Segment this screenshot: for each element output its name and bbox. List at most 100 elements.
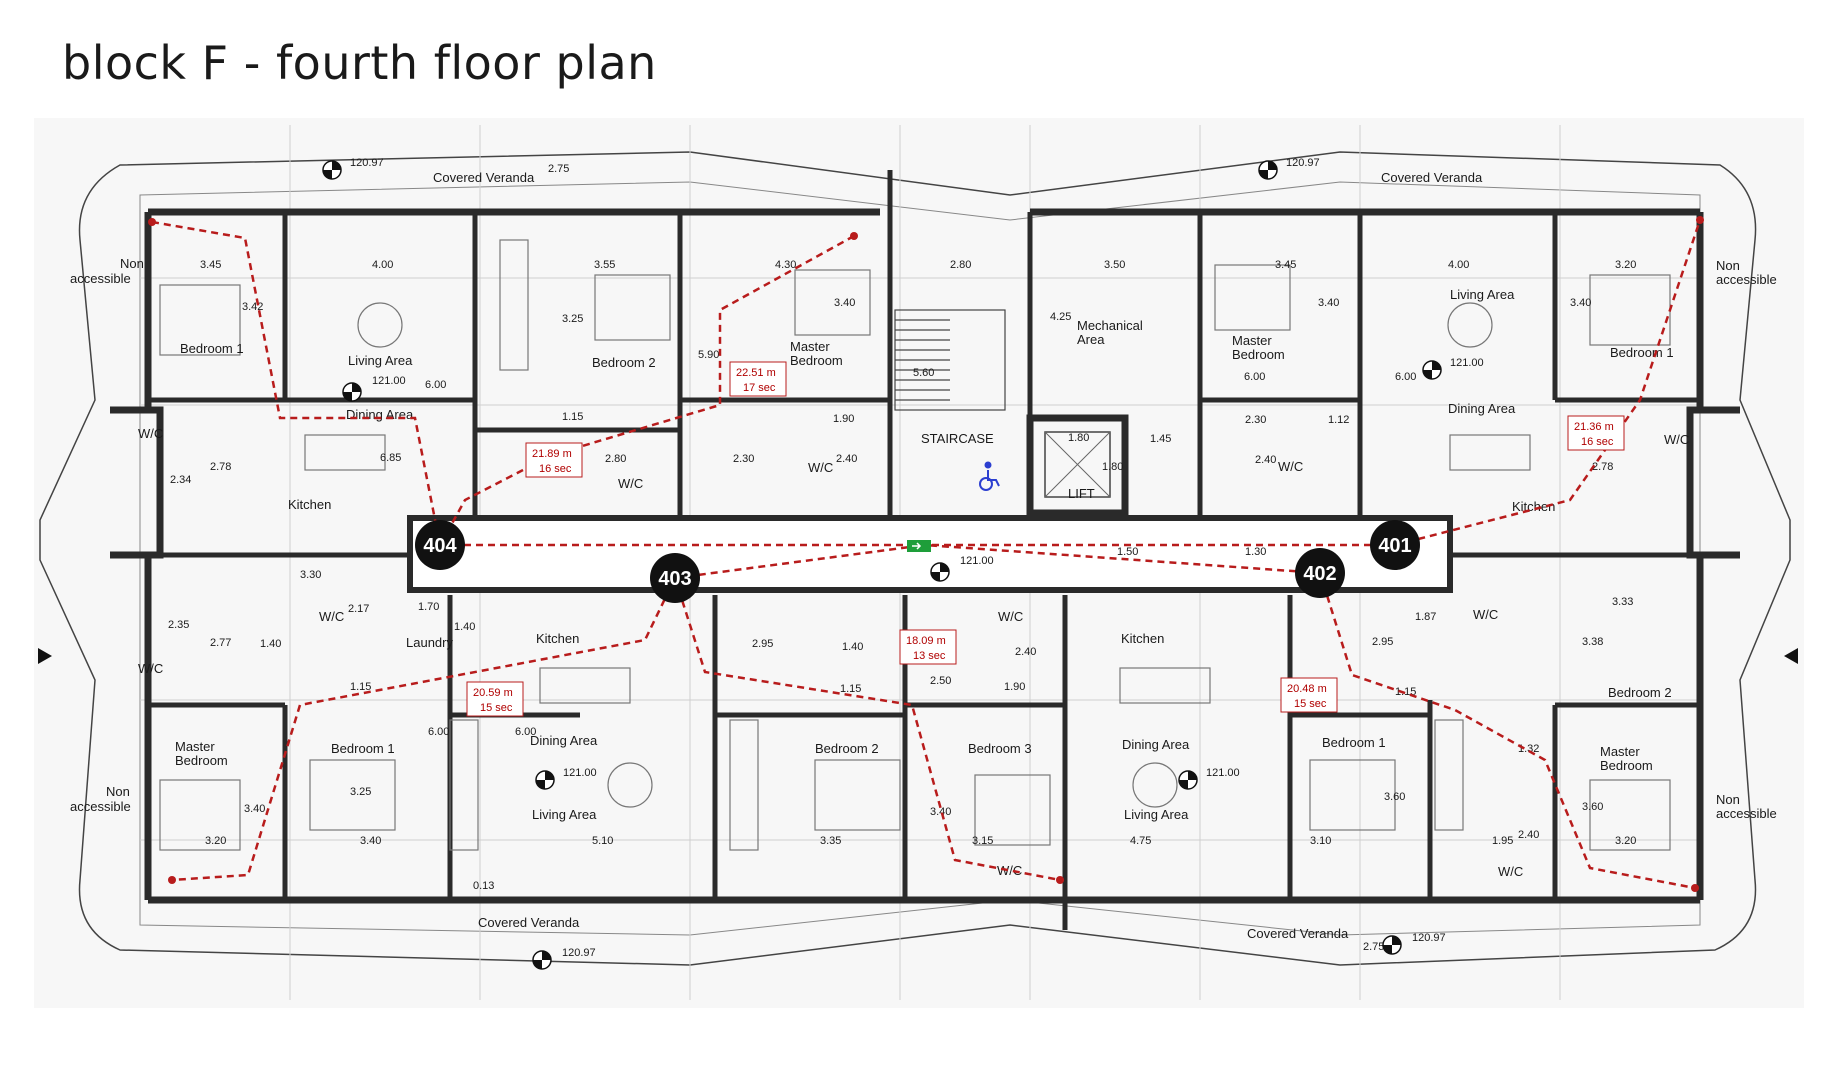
dimension: 0.13 bbox=[473, 880, 494, 892]
room-label: W/C bbox=[1473, 607, 1498, 622]
dimension: 2.95 bbox=[1372, 636, 1393, 648]
dimension: 4.30 bbox=[775, 259, 796, 271]
dimension: 2.40 bbox=[1015, 646, 1036, 658]
exterior-walls bbox=[110, 208, 1740, 904]
room-label: W/C bbox=[1664, 432, 1689, 447]
room-label: STAIRCASE bbox=[921, 431, 994, 446]
furniture bbox=[159, 239, 1671, 851]
dimension: 2.40 bbox=[836, 453, 857, 465]
dimension: 2.40 bbox=[1255, 454, 1276, 466]
dimension: 3.25 bbox=[350, 786, 371, 798]
escape-time-labels: 22.51 m17 sec 21.89 m16 sec 21.36 m16 se… bbox=[466, 361, 1625, 717]
section-arrow-icon bbox=[38, 648, 1798, 664]
room-label: W/C bbox=[997, 863, 1022, 878]
svg-text:404: 404 bbox=[423, 535, 457, 557]
dimension: 3.25 bbox=[562, 313, 583, 325]
svg-text:402: 402 bbox=[1303, 563, 1336, 585]
room-label: accessible bbox=[70, 799, 131, 814]
escape-time-label: 18.09 m 13 sec bbox=[899, 629, 957, 665]
dimension: 6.00 bbox=[428, 726, 449, 738]
room-label: Bedroom 2 bbox=[815, 741, 879, 756]
room-label: Kitchen bbox=[536, 631, 579, 646]
room-label: W/C bbox=[138, 426, 163, 441]
level-marker: 121.00 bbox=[535, 767, 597, 790]
room-label: Area bbox=[1077, 332, 1105, 347]
dimension: 1.95 bbox=[1492, 835, 1513, 847]
dimension: 3.33 bbox=[1612, 596, 1633, 608]
dimension: 3.30 bbox=[300, 569, 321, 581]
room-label: W/C bbox=[319, 609, 344, 624]
room-label: Dining Area bbox=[346, 407, 414, 422]
svg-text:403: 403 bbox=[658, 568, 691, 590]
corridor bbox=[407, 515, 1453, 593]
dimension: 2.17 bbox=[348, 603, 369, 615]
room-label: Bedroom 3 bbox=[968, 741, 1032, 756]
room-label: Master bbox=[1600, 744, 1640, 759]
wheelchair-icon bbox=[979, 461, 1000, 491]
escape-time-label: 21.36 m16 sec bbox=[1567, 415, 1625, 451]
escape-time-label: 21.89 m16 sec bbox=[525, 442, 583, 478]
route-endpoints bbox=[148, 216, 1704, 892]
dimension: 1.15 bbox=[350, 681, 371, 693]
dimension: 2.30 bbox=[1245, 414, 1266, 426]
dimension: 1.70 bbox=[418, 601, 439, 613]
room-label: Bedroom 2 bbox=[1608, 685, 1672, 700]
room-label: W/C bbox=[138, 661, 163, 676]
level-marker: 120.97 bbox=[322, 157, 384, 180]
room-label: Covered Veranda bbox=[478, 915, 580, 930]
room-label: Covered Veranda bbox=[1381, 170, 1483, 185]
escape-routes bbox=[151, 219, 1702, 890]
room-label: Non bbox=[120, 256, 144, 271]
dimension: 2.80 bbox=[950, 259, 971, 271]
room-label: Bedroom 1 bbox=[1322, 735, 1386, 750]
page-title: block F - fourth floor plan bbox=[62, 36, 657, 90]
escape-time-label: 20.59 m15 sec bbox=[466, 681, 524, 717]
dimension: 1.87 bbox=[1415, 611, 1436, 623]
dimension: 3.40 bbox=[1318, 297, 1339, 309]
dimension: 3.60 bbox=[1384, 791, 1405, 803]
dimension: 2.77 bbox=[210, 637, 231, 649]
svg-text:401: 401 bbox=[1378, 535, 1411, 557]
level-marker: 120.97 bbox=[1258, 157, 1320, 180]
dimension: 5.60 bbox=[913, 367, 934, 379]
svg-text:121.00: 121.00 bbox=[960, 555, 994, 567]
interior-walls bbox=[148, 170, 1700, 930]
room-label: Bedroom 1 bbox=[331, 741, 395, 756]
dimension: 3.50 bbox=[1104, 259, 1125, 271]
svg-text:13 sec: 13 sec bbox=[913, 650, 946, 662]
dimension: 1.12 bbox=[1328, 414, 1349, 426]
unit-marker-401: 401 bbox=[1370, 520, 1420, 570]
room-label: Non bbox=[1716, 258, 1740, 273]
level-marker: 121.00 bbox=[1422, 357, 1484, 380]
lift-shaft bbox=[1026, 414, 1129, 517]
dimension: 3.15 bbox=[972, 835, 993, 847]
svg-text:121.00: 121.00 bbox=[1206, 767, 1240, 779]
dimension: 6.00 bbox=[425, 379, 446, 391]
dimension: 3.20 bbox=[205, 835, 226, 847]
dimension: 3.40 bbox=[360, 835, 381, 847]
dimension: 3.55 bbox=[594, 259, 615, 271]
room-label: Kitchen bbox=[288, 497, 331, 512]
dimension: 4.75 bbox=[1130, 835, 1151, 847]
room-label: Kitchen bbox=[1512, 499, 1555, 514]
dimension: 3.38 bbox=[1582, 636, 1603, 648]
level-marker: 120.97 bbox=[1382, 932, 1446, 955]
dimension: 3.40 bbox=[930, 806, 951, 818]
dimension: 2.30 bbox=[733, 453, 754, 465]
room-label: Bedroom bbox=[1600, 758, 1653, 773]
dimension: 1.50 bbox=[1117, 546, 1138, 558]
svg-text:16 sec: 16 sec bbox=[1581, 436, 1614, 448]
dimension: 1.40 bbox=[842, 641, 863, 653]
room-label: Mechanical bbox=[1077, 318, 1143, 333]
dimension: 3.40 bbox=[1570, 297, 1591, 309]
room-label: Laundry bbox=[406, 635, 453, 650]
room-labels: Bedroom 1 Living Area Dining Area Kitche… bbox=[70, 170, 1777, 941]
level-marker: 121.00 bbox=[342, 375, 406, 402]
room-label: Dining Area bbox=[1122, 737, 1190, 752]
room-label: Living Area bbox=[532, 807, 597, 822]
room-label: Dining Area bbox=[530, 733, 598, 748]
svg-text:18.09 m: 18.09 m bbox=[906, 635, 946, 647]
dimension: 6.00 bbox=[1244, 371, 1265, 383]
level-marker: 121.00 bbox=[1178, 767, 1240, 790]
room-label: Bedroom bbox=[175, 753, 228, 768]
